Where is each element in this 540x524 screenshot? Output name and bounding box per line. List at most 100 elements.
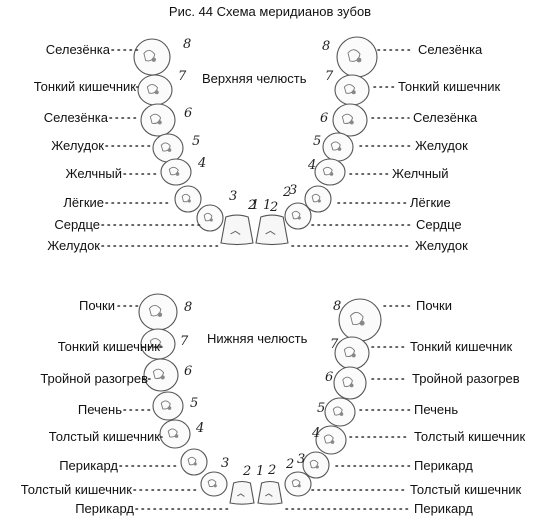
upper-left-tooth-4 (160, 158, 192, 186)
upper-right-label: Желудок (415, 238, 468, 253)
lower-left-number: 3 (221, 456, 229, 471)
upper-left-label: Желчный (65, 166, 122, 181)
upper-right-tooth-6 (332, 103, 368, 137)
upper-left-label: Желудок (51, 138, 104, 153)
lower-right-number: 8 (333, 299, 341, 314)
upper-left-tooth-3 (174, 185, 202, 213)
upper-right-label: Желчный (392, 166, 449, 181)
upper-right-number: 2 (282, 185, 291, 200)
upper-left-number: 2 (247, 198, 256, 213)
upper-right-label: Селезёнка (413, 110, 478, 125)
lower-left-label: Толстый кишечник (48, 429, 160, 444)
upper-left-number: 1 (251, 198, 259, 213)
lower-right-number: 2 (285, 457, 294, 472)
upper-left-tooth-6 (140, 103, 176, 137)
upper-right-number: 4 (307, 158, 316, 173)
upper-left-label: Желудок (47, 238, 100, 253)
lower-right-label: Тройной разогрев (412, 371, 520, 386)
lower-left-label: Перикард (59, 458, 118, 473)
lower-right-label: Перикард (414, 458, 473, 473)
upper-right-number: 3 (289, 183, 297, 198)
lower-left-number: 7 (180, 334, 189, 349)
lower-left-tooth-7 (140, 328, 176, 360)
lower-right-label: Печень (414, 402, 459, 417)
upper-right-number: 1 (263, 198, 271, 213)
lower-left-label: Тонкий кишечник (57, 339, 160, 354)
upper-left-label: Селезёнка (45, 42, 110, 57)
lower-right-label: Тонкий кишечник (410, 339, 513, 354)
upper-left-label: Тонкий кишечник (33, 79, 136, 94)
upper-right-label: Лёгкие (410, 195, 451, 210)
lower-right-tooth-8 (338, 298, 382, 342)
upper-left-number: 6 (184, 106, 192, 121)
lower-left-tooth-4 (159, 419, 191, 449)
lower-left-tooth-5 (152, 391, 184, 421)
upper-right-label: Сердце (416, 217, 462, 232)
lower-left-label: Перикард (75, 501, 134, 516)
upper-right-tooth-4 (314, 158, 346, 186)
upper-left-number: 5 (192, 134, 200, 149)
lower-right-tooth-1 (257, 480, 283, 505)
upper-left-number: 4 (197, 156, 206, 171)
upper-right-tooth-5 (322, 132, 354, 162)
lower-left-tooth-6 (143, 358, 179, 392)
lower-left-number: 5 (190, 396, 198, 411)
lower-right-tooth-6 (333, 366, 367, 400)
lower-left-tooth-8 (138, 293, 178, 331)
upper-right-tooth-3 (304, 185, 332, 213)
lower-left-label: Печень (77, 402, 122, 417)
lower-right-number: 5 (317, 401, 325, 416)
lower-left-label: Толстый кишечник (20, 482, 132, 497)
lower-left-tooth-2 (200, 471, 228, 497)
upper-jaw-title: Верхняя челюсть (202, 71, 307, 86)
lower-right-tooth-7 (334, 336, 370, 370)
lower-right-number: 4 (311, 426, 320, 441)
lower-left-label: Тройной разогрев (40, 371, 148, 386)
lower-right-tooth-5 (324, 397, 356, 427)
upper-right-tooth-1 (255, 214, 289, 246)
lower-right-label: Толстый кишечник (414, 429, 526, 444)
upper-right-label: Желудок (415, 138, 468, 153)
upper-right-label: Тонкий кишечник (398, 79, 501, 94)
lower-right-number: 7 (330, 337, 339, 352)
figure-caption: Рис. 44 Схема меридианов зубов (168, 4, 372, 19)
lower-right-number: 6 (325, 370, 333, 385)
upper-left-tooth-1 (220, 214, 254, 246)
upper-right-tooth-7 (334, 74, 370, 106)
upper-right-number: 2 (269, 200, 278, 215)
lower-left-tooth-3 (180, 448, 208, 476)
upper-left-label: Лёгкие (63, 195, 104, 210)
lower-right-label: Перикард (414, 501, 473, 516)
lower-right-tooth-3 (302, 451, 330, 479)
lower-jaw-title: Нижняя челюсть (207, 331, 308, 346)
upper-right-label: Селезёнка (418, 42, 483, 57)
upper-right-number: 6 (320, 111, 328, 126)
upper-left-number: 3 (229, 189, 237, 204)
lower-right-tooth-2 (284, 471, 312, 497)
lower-left-number: 6 (184, 364, 192, 379)
upper-right-number: 8 (322, 39, 330, 54)
upper-left-number: 8 (183, 37, 191, 52)
lower-left-number: 1 (256, 464, 264, 479)
upper-left-label: Сердце (54, 217, 100, 232)
upper-left-tooth-7 (137, 74, 173, 106)
lower-right-label: Толстый кишечник (410, 482, 522, 497)
upper-right-tooth-2 (284, 202, 312, 230)
lower-right-number: 3 (297, 452, 305, 467)
upper-right-number: 7 (325, 69, 334, 84)
lower-left-number: 4 (195, 421, 204, 436)
upper-right-tooth-8 (336, 36, 378, 78)
lower-left-number: 8 (184, 300, 192, 315)
lower-left-tooth-1 (229, 480, 255, 505)
upper-left-tooth-8 (133, 38, 171, 76)
upper-left-label: Селезёнка (43, 110, 108, 125)
upper-right-number: 5 (313, 134, 321, 149)
lower-left-label: Почки (78, 298, 115, 313)
lower-left-number: 2 (242, 464, 251, 479)
upper-left-tooth-5 (152, 133, 184, 163)
lower-right-number: 2 (267, 463, 276, 478)
lower-right-label: Почки (416, 298, 453, 313)
lower-right-tooth-4 (315, 425, 347, 455)
